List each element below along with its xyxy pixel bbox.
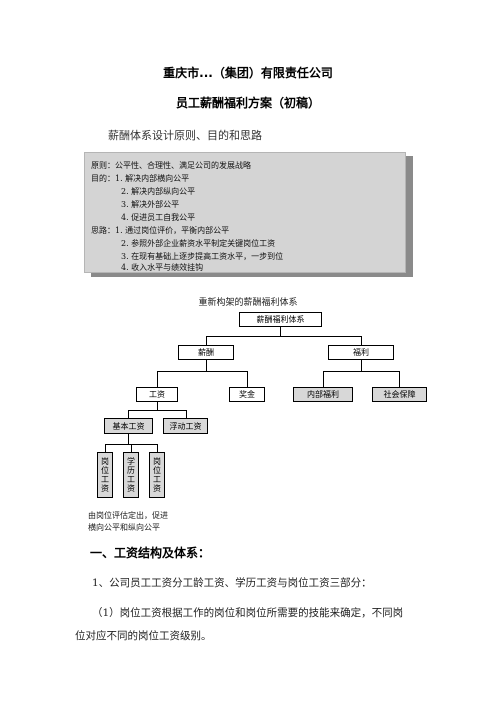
approach-line-1: 思路：1. 通过岗位评价，平衡内部公平 bbox=[91, 226, 230, 235]
connector bbox=[206, 336, 207, 345]
org-node-base-wage: 基本工资 bbox=[104, 418, 153, 434]
connector bbox=[157, 402, 158, 410]
org-node-wage: 工资 bbox=[136, 387, 178, 402]
connector bbox=[361, 359, 362, 371]
purpose-line-2: 2. 解决内部纵向公平 bbox=[121, 187, 196, 196]
connector bbox=[206, 359, 207, 371]
connector bbox=[323, 371, 399, 372]
connector bbox=[157, 371, 247, 372]
paragraph-1: 1、公司员工工资分工龄工资、学历工资与岗位工资三部分： bbox=[92, 577, 372, 589]
principle-line: 原则：公平性、合理性、满足公司的发展战略 bbox=[91, 161, 251, 170]
document-title: 员工薪酬福利方案（初稿） bbox=[175, 96, 320, 110]
org-chart-caption: 重新构架的薪酬福利体系 bbox=[198, 298, 298, 308]
connector bbox=[247, 371, 248, 387]
connector bbox=[361, 336, 362, 345]
company-title: 重庆市...（集团）有限责任公司 bbox=[163, 66, 333, 80]
section-heading: 薪酬体系设计原则、目的和思路 bbox=[108, 129, 262, 142]
connector bbox=[399, 371, 400, 387]
org-node-internal-welfare: 内部福利 bbox=[293, 387, 353, 402]
org-node-social-security: 社会保障 bbox=[372, 387, 427, 402]
principles-box: 原则：公平性、合理性、满足公司的发展战略 目的：1. 解决内部横向公平 2. 解… bbox=[84, 152, 406, 273]
connector bbox=[128, 410, 186, 411]
paragraph-2-line-1: （1）岗位工资根据工作的岗位和岗位所需要的技能来确定，不同岗 bbox=[92, 607, 404, 619]
org-node-root: 薪酬福利体系 bbox=[239, 312, 322, 327]
approach-line-2: 2. 参照外部企业薪资水平制定关键岗位工资 bbox=[121, 239, 276, 248]
connector bbox=[131, 444, 132, 452]
connector bbox=[280, 326, 281, 336]
connector bbox=[206, 336, 361, 337]
org-node-post-wage: 岗位工资 bbox=[97, 452, 113, 498]
connector bbox=[323, 371, 324, 387]
approach-line-3: 3. 在现有基础上逐步提高工资水平，一步到位 bbox=[121, 252, 284, 261]
connector bbox=[186, 410, 187, 418]
connector bbox=[105, 444, 106, 452]
org-node-welfare: 福利 bbox=[328, 345, 394, 360]
approach-line-4: 4. 收入水平与绩效挂钩 bbox=[121, 263, 204, 272]
chart-note-line-1: 由岗位评估定出，促进 bbox=[88, 511, 168, 520]
purpose-line-4: 4. 促进员工自我公平 bbox=[121, 213, 196, 222]
purpose-line-3: 3. 解决外部公平 bbox=[121, 200, 180, 209]
connector bbox=[157, 371, 158, 387]
org-node-education-wage: 学历工资 bbox=[123, 452, 139, 498]
connector bbox=[157, 444, 158, 452]
org-node-bonus: 奖金 bbox=[229, 387, 265, 402]
purpose-line-1: 目的：1. 解决内部横向公平 bbox=[91, 174, 190, 183]
connector bbox=[128, 434, 129, 444]
chart-note-line-2: 横向公平和纵向公平 bbox=[88, 523, 160, 532]
org-node-post-wage-b: 岗位工资 bbox=[149, 452, 165, 498]
paragraph-2-line-2: 位对应不同的岗位工资级别。 bbox=[75, 630, 212, 642]
org-node-floating-wage: 浮动工资 bbox=[163, 418, 208, 434]
org-node-salary: 薪酬 bbox=[178, 345, 234, 360]
connector bbox=[128, 410, 129, 418]
section-heading-wage-structure: 一、工资结构及体系： bbox=[90, 546, 211, 560]
